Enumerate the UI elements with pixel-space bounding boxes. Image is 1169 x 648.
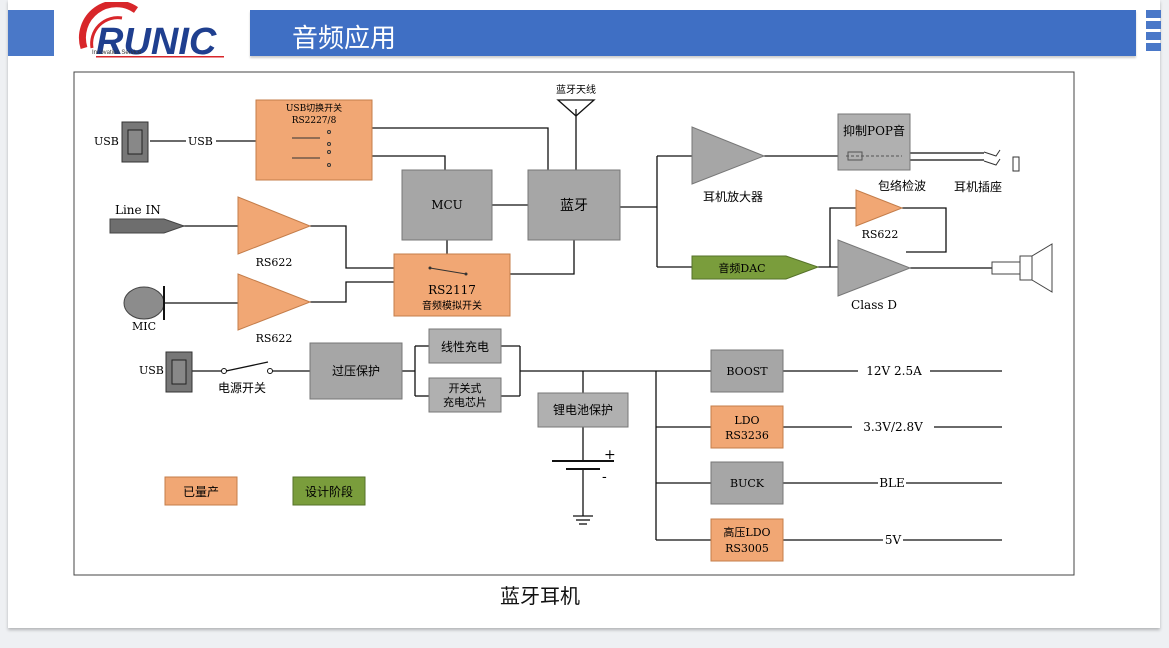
analog-switch-part: RS2117 [428,283,476,297]
wires [150,109,1002,541]
envelope-label: 包络检波 [878,178,926,193]
dac-block [691,255,820,280]
pop-symbol [846,151,902,161]
speaker-icon [991,243,1053,293]
ovp-block [309,342,403,400]
switch-charge-block [428,377,502,413]
line-in-label: Line IN [115,203,161,217]
analog-switch-block [393,253,511,317]
li-protect-label: 锂电池保护 [553,402,613,417]
legend-mass-production [164,476,238,506]
rs622-a-label: RS622 [256,256,293,269]
switch-charge-label-1: 开关式 [449,381,482,395]
switch-contact-a [221,368,227,374]
switch-contact-b [267,368,273,374]
legend-mass-label: 已量产 [183,485,219,499]
linear-charge-block [428,328,502,364]
antenna-label: 蓝牙天线 [556,83,596,96]
analog-switch-label: 音频模拟开关 [422,299,482,312]
pop-label: 抑制POP音 [843,123,905,138]
hv-ldo-label: 高压LDO [723,525,770,539]
dac-label: 音频DAC [718,261,765,275]
rs622-b-label: RS622 [256,332,293,345]
rs622-amp-b [237,273,312,331]
headphone-jack-icon [983,149,1020,172]
mcu-block [401,169,493,241]
battery-plus: + [604,447,616,463]
out-ldo-label: 3.3V/2.8V [863,420,923,434]
buck-label: BUCK [730,477,765,490]
logo-subtitle: Innovation Service [92,50,142,56]
switch-charge-label-2: 充电芯片 [443,395,487,409]
mic-icon [123,286,165,320]
usb-power-connector-icon [165,351,193,393]
ldo-block [710,405,784,449]
runic-logo: RUNIC [74,2,234,64]
class-d-label: Class D [851,298,897,312]
usb-switch-part: RS2227/8 [292,116,337,126]
usb-power-label: USB [139,364,164,377]
antenna-icon [556,99,596,117]
line-in-plug-icon [109,218,186,234]
rs622-c-label: RS622 [862,228,899,241]
mcu-label: MCU [431,198,463,212]
rs622-amp-c [855,189,904,227]
buck-block [710,461,784,505]
jack-label: 耳机插座 [954,179,1002,194]
battery-minus: - [602,469,607,485]
mic-label: MIC [132,320,156,333]
usb-switch-block [255,99,373,181]
usb-switch-label: USB切换开关 [286,102,342,114]
right-accent-stripes [1146,10,1161,56]
boost-block [710,349,784,393]
ovp-label: 过压保护 [332,364,380,378]
linear-charge-label: 线性充电 [441,339,489,354]
ldo-part-label: RS3236 [725,429,769,442]
legend-design-stage [292,476,366,506]
left-accent-tab [8,10,54,56]
headphone-amp-label: 耳机放大器 [703,189,763,204]
diagram-caption: 蓝牙耳机 [500,584,580,608]
legend-design-label: 设计阶段 [305,484,353,499]
title-bar: 音频应用 [250,10,1136,56]
usb-left-label: USB [94,135,119,148]
out-buck-label: BLE [879,476,905,490]
bluetooth-label: 蓝牙 [560,198,588,214]
rs622-amp-a [237,196,312,255]
out-boost-label: 12V 2.5A [866,364,922,378]
boost-label: BOOST [726,365,768,378]
li-protect-block [537,392,629,428]
usb-connector-icon [121,121,149,163]
bluetooth-block [527,169,621,241]
usb-line-label: USB [188,135,213,148]
hv-ldo-block [710,518,784,562]
hv-ldo-part-label: RS3005 [725,542,769,555]
usb-switch-contacts [292,130,331,167]
ldo-label: LDO [734,414,759,427]
headphone-amp [691,126,766,185]
class-d-amp [837,239,912,297]
diagram-frame [73,71,1075,576]
out-hv-label: 5V [885,533,902,547]
slide [8,0,1160,628]
power-switch-label: 电源开关 [218,381,266,395]
page-title: 音频应用 [292,24,397,54]
pop-suppression-block [837,113,911,171]
